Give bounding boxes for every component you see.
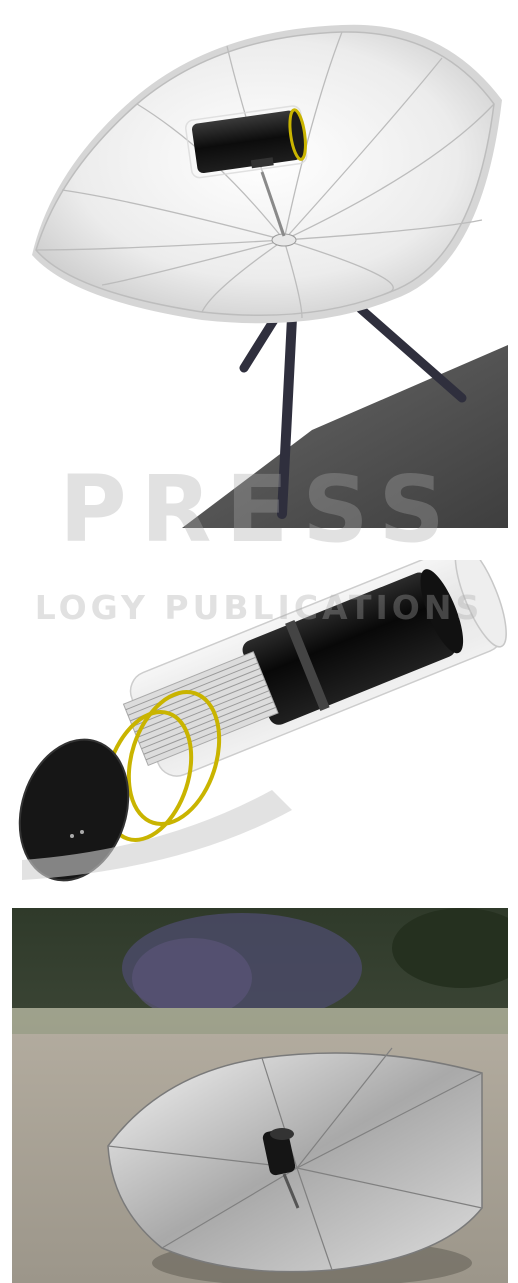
receiver-tube	[185, 105, 308, 179]
end-cap-disc	[18, 738, 130, 882]
umbrella-panel-seams	[107, 1047, 483, 1271]
panel-receiver-exploded	[12, 560, 508, 886]
tripod-leg-front	[277, 313, 297, 519]
ground-shadow	[182, 345, 508, 528]
receiver-exploded-graphic	[18, 560, 507, 882]
receiver-cylinder	[262, 1128, 296, 1176]
seal-ring-back	[126, 690, 222, 826]
panel-umbrella-render	[12, 0, 508, 528]
tripod-leg-left	[239, 315, 279, 373]
umbrella-render-graphic	[32, 24, 508, 528]
umbrella-ribs	[35, 31, 495, 319]
receiver-support-rod	[260, 171, 286, 237]
panel-umbrella-photo	[12, 908, 508, 1283]
tripod-leg-back	[341, 291, 467, 403]
glass-envelope	[122, 560, 507, 777]
umbrella-photo-graphic	[12, 908, 508, 1283]
